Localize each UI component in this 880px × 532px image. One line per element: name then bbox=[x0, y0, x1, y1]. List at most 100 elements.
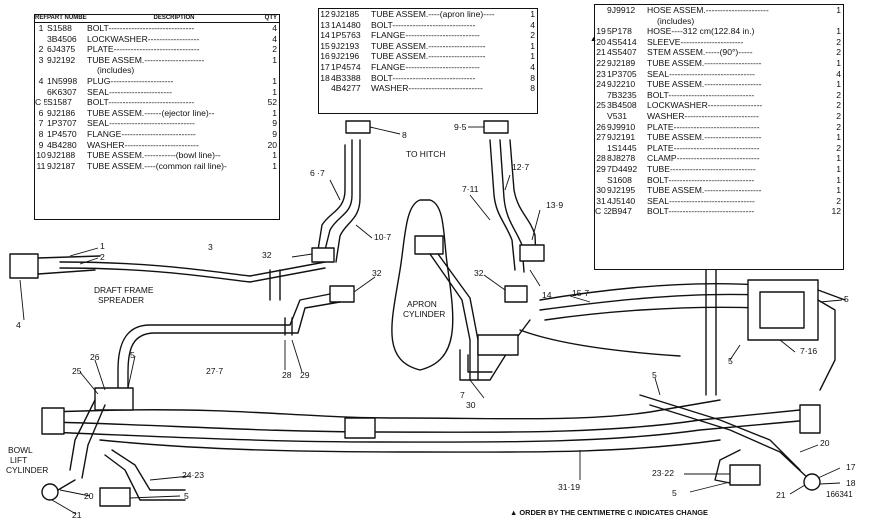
callout-14: 14 bbox=[542, 290, 552, 300]
part-number: 9J2189 bbox=[607, 57, 636, 68]
part-description: HOSE----312 cm(122.84 in.) bbox=[647, 26, 755, 37]
part-number: 7B3235 bbox=[607, 89, 637, 100]
parts-table-left: REF. NO. PART NUMBER DESCRIPTION QTY 1S1… bbox=[34, 14, 280, 220]
draft-frame-block bbox=[9, 253, 39, 279]
quantity: 1 bbox=[272, 107, 277, 118]
ref-number: 25 bbox=[596, 100, 606, 111]
quantity: 2 bbox=[836, 121, 841, 132]
part-description: TUBE ASSEM.-------------------- bbox=[647, 57, 762, 68]
quantity: 9 bbox=[272, 118, 277, 129]
quantity: 1 bbox=[272, 160, 277, 171]
quantity: 1 bbox=[836, 57, 841, 68]
callout-1: 1 bbox=[100, 241, 105, 251]
callout-7-11: 7·11 bbox=[462, 184, 479, 194]
header-ref: REF. NO. bbox=[35, 15, 47, 21]
ref-number: 15 bbox=[320, 40, 330, 51]
ref-number: 6 bbox=[38, 107, 44, 118]
part-number: 9J2210 bbox=[607, 79, 636, 90]
callout-27-7: 27·7 bbox=[206, 366, 224, 376]
callout-28: 28 bbox=[282, 370, 292, 380]
callout-4: 4 bbox=[16, 320, 21, 330]
footer-note: ▲ ORDER BY THE CENTIMETRE C INDICATES CH… bbox=[510, 508, 708, 517]
part-number: 9J2185 bbox=[331, 9, 360, 19]
ref-number: 28 bbox=[596, 153, 606, 164]
part-number: 9J2195 bbox=[607, 185, 636, 196]
callout-26: 26 bbox=[90, 352, 100, 362]
part-number: S1608 bbox=[607, 174, 632, 185]
part-description: BOLT------------------------------ bbox=[647, 89, 755, 100]
quantity: 2 bbox=[836, 110, 841, 121]
quantity: 12 bbox=[831, 206, 841, 217]
part-description: BOLT------------------------------ bbox=[87, 97, 195, 108]
callout-32-a: 32 bbox=[262, 250, 272, 260]
callout-15-7: 15·7 bbox=[572, 288, 590, 298]
quantity: 52 bbox=[267, 97, 277, 108]
header-qty: QTY bbox=[264, 15, 277, 21]
header-part: PART NUMBER bbox=[47, 15, 87, 21]
flange-8 bbox=[345, 120, 371, 134]
callout-30: 30 bbox=[466, 400, 476, 410]
callout-3: 3 bbox=[208, 242, 213, 252]
part-number: S1588 bbox=[47, 23, 72, 33]
part-number: 8J8278 bbox=[607, 153, 636, 164]
part-description: SEAL------------------------------ bbox=[87, 118, 195, 129]
ref-number: 17 bbox=[320, 61, 330, 72]
callout-8: 8 bbox=[402, 130, 407, 140]
part-number: 9J2192 bbox=[47, 54, 76, 65]
ref-number bbox=[595, 175, 607, 186]
part-number: 9J2191 bbox=[607, 132, 636, 143]
ref-number: 8 bbox=[38, 128, 44, 139]
quantity: 4 bbox=[272, 33, 277, 44]
ref-number: 27 bbox=[596, 132, 606, 143]
ref-number: 12 bbox=[320, 9, 330, 19]
ref-number: 7 bbox=[38, 118, 44, 129]
part-description: TUBE------------------------------ bbox=[647, 163, 756, 174]
callout-9-5: 9·5 bbox=[454, 122, 467, 132]
part-description: BOLT----------------------------- bbox=[371, 19, 476, 30]
part-description: PLATE------------------------------ bbox=[647, 121, 760, 132]
ref-number: 30 bbox=[596, 185, 606, 196]
label-bowl-cylinder: CYLINDER bbox=[6, 465, 49, 475]
part-number: 1P3707 bbox=[47, 118, 77, 129]
label-apron: APRON bbox=[407, 299, 437, 309]
part-number: 4B4280 bbox=[47, 139, 77, 150]
part-description: BOLT----------------------------- bbox=[371, 72, 476, 83]
part-number: 1S1445 bbox=[607, 142, 637, 153]
part-number: 1P3705 bbox=[607, 68, 637, 79]
part-description: BOLT------------------------------ bbox=[647, 206, 755, 217]
part-number: 1N5998 bbox=[47, 75, 78, 86]
callout-10-7: 10·7 bbox=[374, 232, 392, 242]
part-description: BOLT------------------------------ bbox=[647, 174, 755, 185]
ref-number: C 5 bbox=[35, 97, 47, 108]
quantity: 1 bbox=[530, 9, 535, 19]
part-number: 9J2196 bbox=[331, 51, 360, 62]
quantity: 8 bbox=[530, 72, 535, 83]
callout-32-c: 32 bbox=[474, 268, 484, 278]
quantity: 2 bbox=[530, 30, 535, 41]
quantity: 1 bbox=[836, 79, 841, 90]
ref-number: 16 bbox=[320, 51, 330, 62]
part-number: 9J2187 bbox=[47, 160, 76, 171]
ref-number: 21 bbox=[596, 47, 606, 58]
part-number: 1P4570 bbox=[47, 128, 77, 139]
quantity: 2 bbox=[272, 44, 277, 55]
ref-number: 9 bbox=[38, 139, 44, 150]
quantity: 1 bbox=[836, 5, 841, 15]
part-description: STEM ASSEM.-----(90°)----- bbox=[647, 47, 753, 58]
